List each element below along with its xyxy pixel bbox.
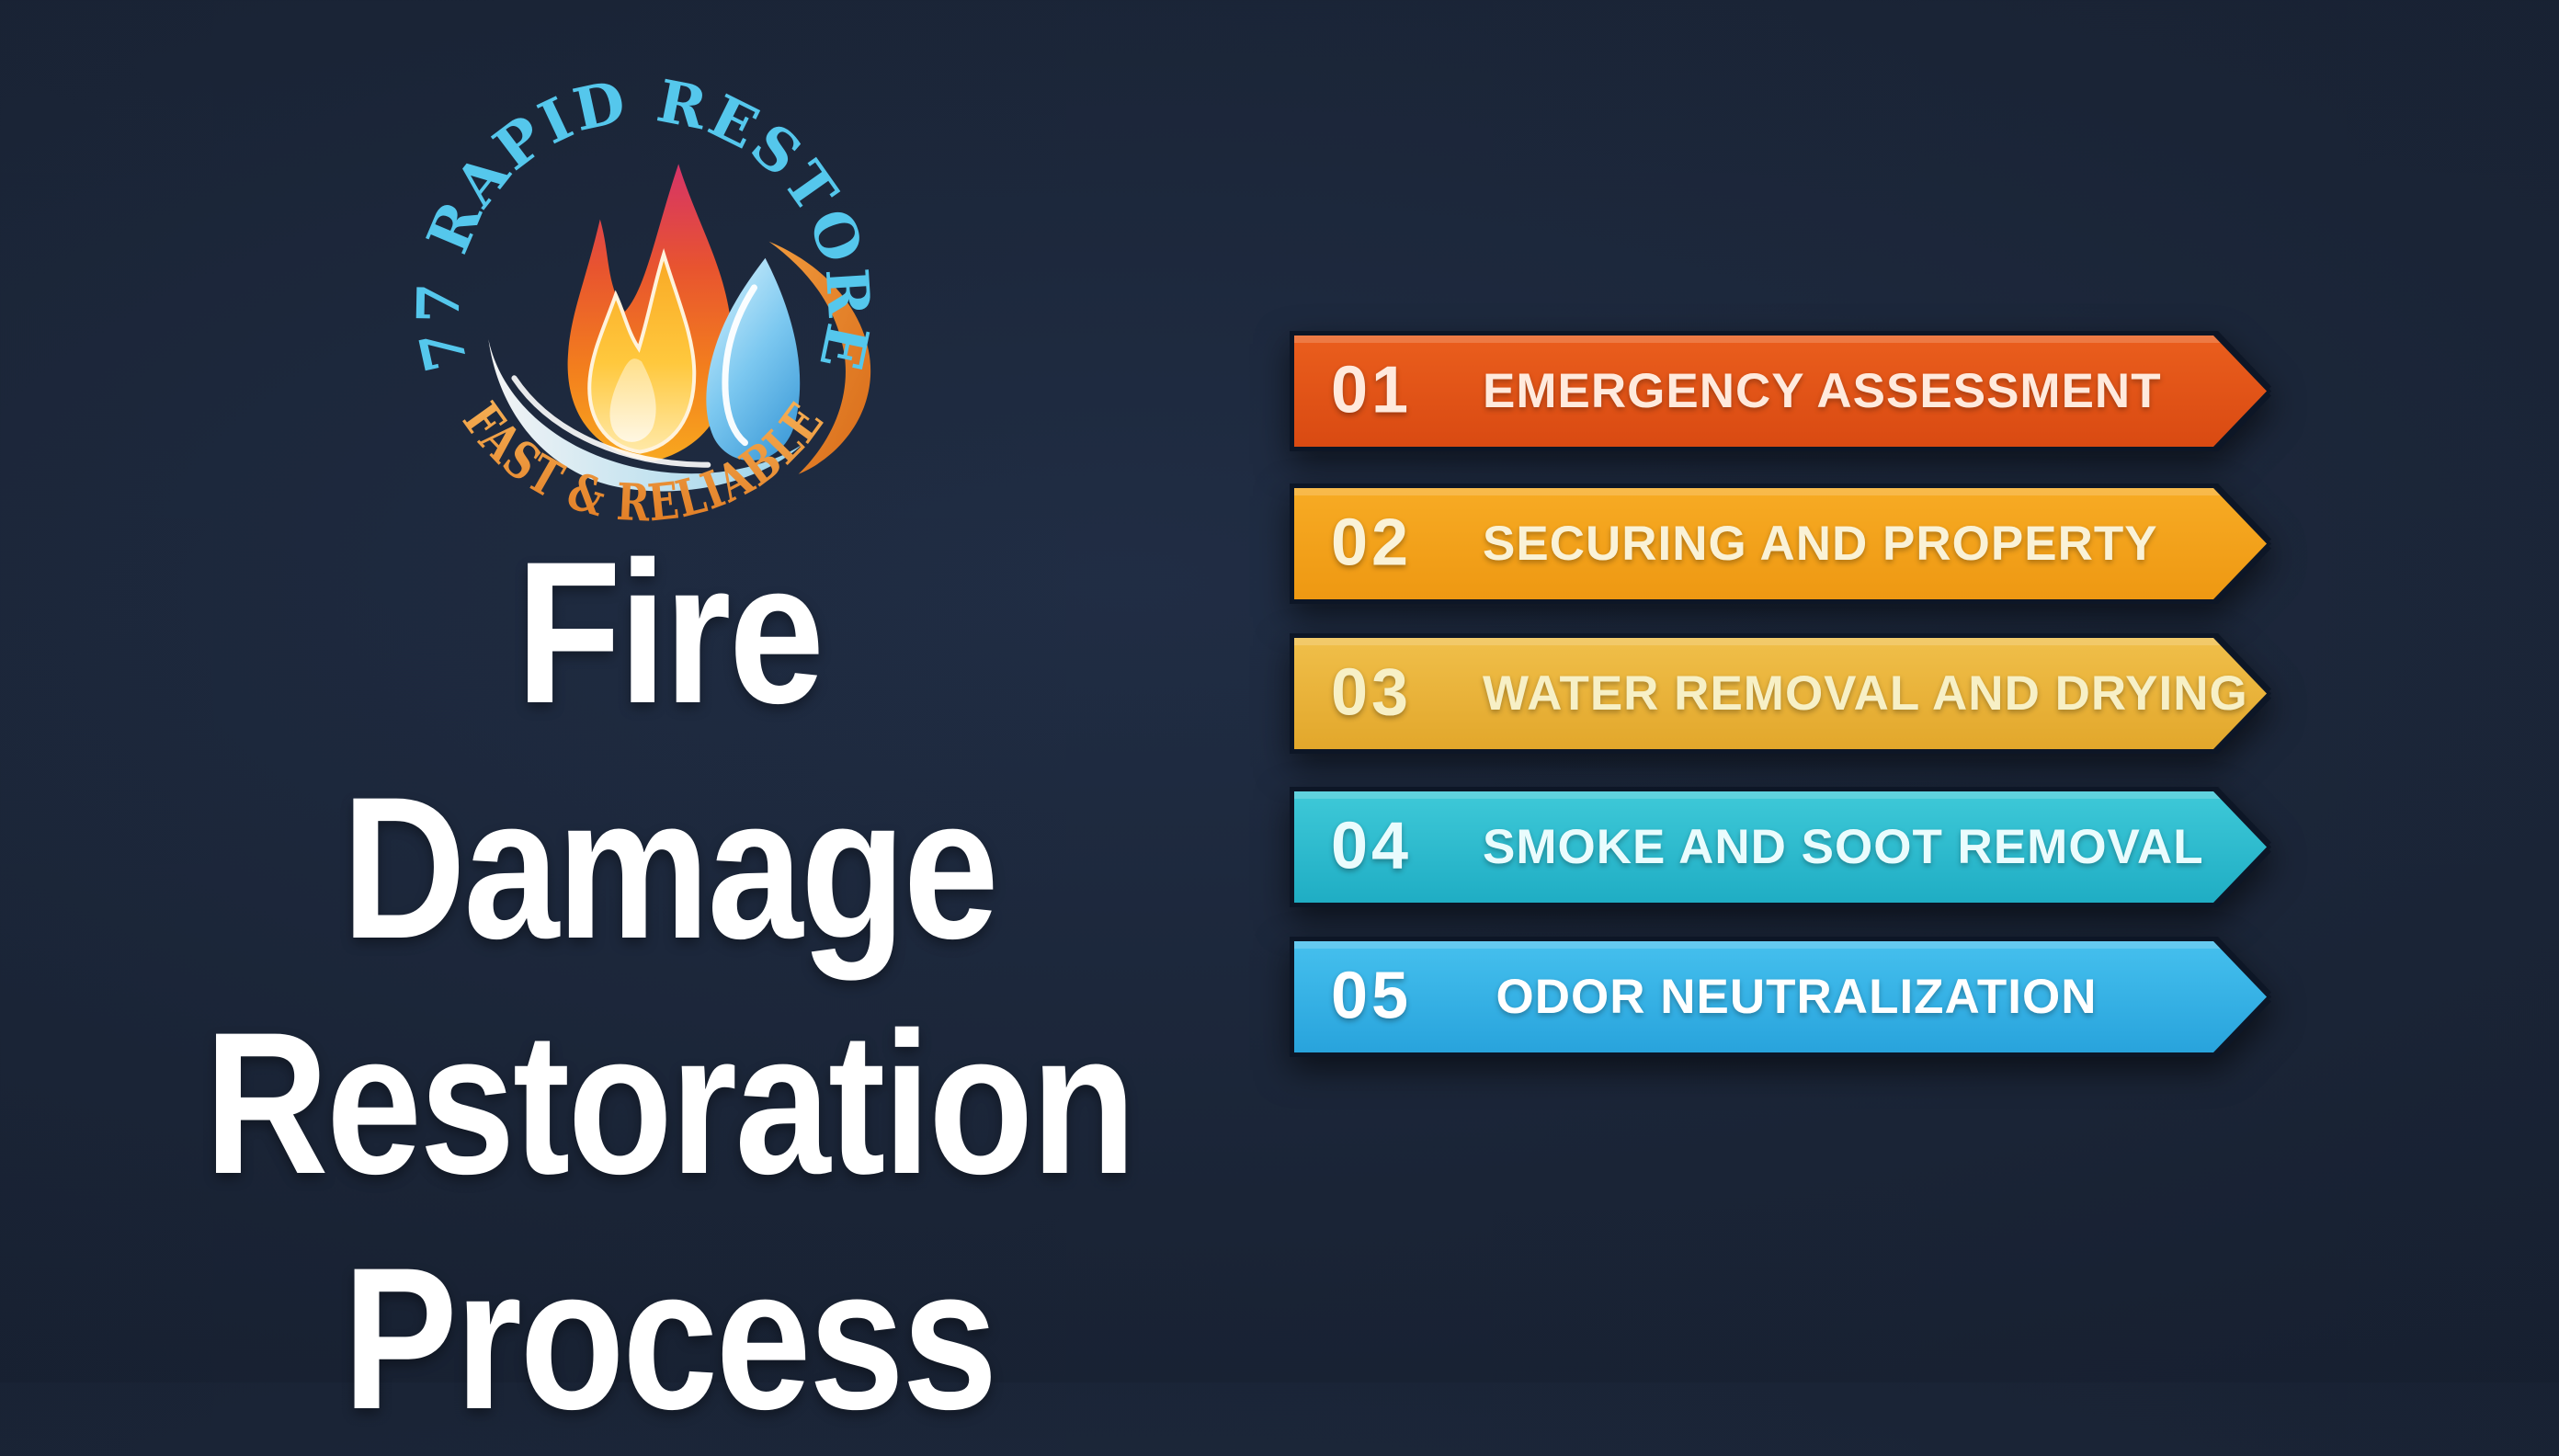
- step-number: 01: [1331, 352, 1413, 427]
- swoosh-blue: [488, 339, 802, 492]
- step-label: WATER REMOVAL AND DRYING: [1483, 666, 2248, 721]
- step-banner-4: 04 SMOKE AND SOOT REMOVAL: [1294, 791, 2267, 903]
- company-logo: 77 RAPID RESTORE FAST & RELIABLE: [401, 66, 886, 535]
- step-number: 05: [1331, 958, 1413, 1032]
- step-banner-2: 02 SECURING AND PROPERTY: [1294, 488, 2267, 599]
- flame-core: [609, 358, 656, 442]
- step-label: SMOKE AND SOOT REMOVAL: [1483, 820, 2204, 874]
- step-label: ODOR NEUTRALIZATION: [1496, 970, 2098, 1024]
- step-banner-1: 01 EMERGENCY ASSESSMENT: [1294, 336, 2267, 447]
- step-label: EMERGENCY ASSESSMENT: [1483, 364, 2162, 418]
- step-arrow-shape: 01 EMERGENCY ASSESSMENT: [1294, 336, 2267, 447]
- swoosh-orange: [768, 241, 871, 474]
- title-line-1: Fire Damage: [341, 519, 999, 981]
- step-number: 03: [1331, 654, 1413, 729]
- infographic-canvas: 77 RAPID RESTORE FAST & RELIABLE Fire Da…: [205, 66, 2559, 1451]
- title-line-3: Process: [343, 1225, 997, 1451]
- step-number: 02: [1331, 505, 1413, 579]
- page-title: Fire Damage Restoration Process: [193, 515, 1146, 1456]
- water-drop-highlight: [722, 284, 757, 447]
- swoosh-blue-highlight: [511, 375, 711, 468]
- step-banner-5: 05 ODOR NEUTRALIZATION: [1294, 941, 2267, 1052]
- title-line-2: Restoration: [204, 990, 1137, 1216]
- process-steps-list: 01 EMERGENCY ASSESSMENT 02 SECURING AND …: [1294, 336, 2267, 1052]
- step-banner-3: 03 WATER REMOVAL AND DRYING: [1294, 638, 2267, 749]
- step-number: 04: [1331, 808, 1413, 882]
- step-arrow-shape: 04 SMOKE AND SOOT REMOVAL: [1294, 791, 2267, 903]
- step-arrow-shape: 03 WATER REMOVAL AND DRYING: [1294, 638, 2267, 749]
- step-arrow-shape: 05 ODOR NEUTRALIZATION: [1294, 941, 2267, 1052]
- flame-water-logo-icon: 77 RAPID RESTORE FAST & RELIABLE: [404, 66, 881, 533]
- step-label: SECURING AND PROPERTY: [1483, 517, 2158, 571]
- step-arrow-shape: 02 SECURING AND PROPERTY: [1294, 488, 2267, 599]
